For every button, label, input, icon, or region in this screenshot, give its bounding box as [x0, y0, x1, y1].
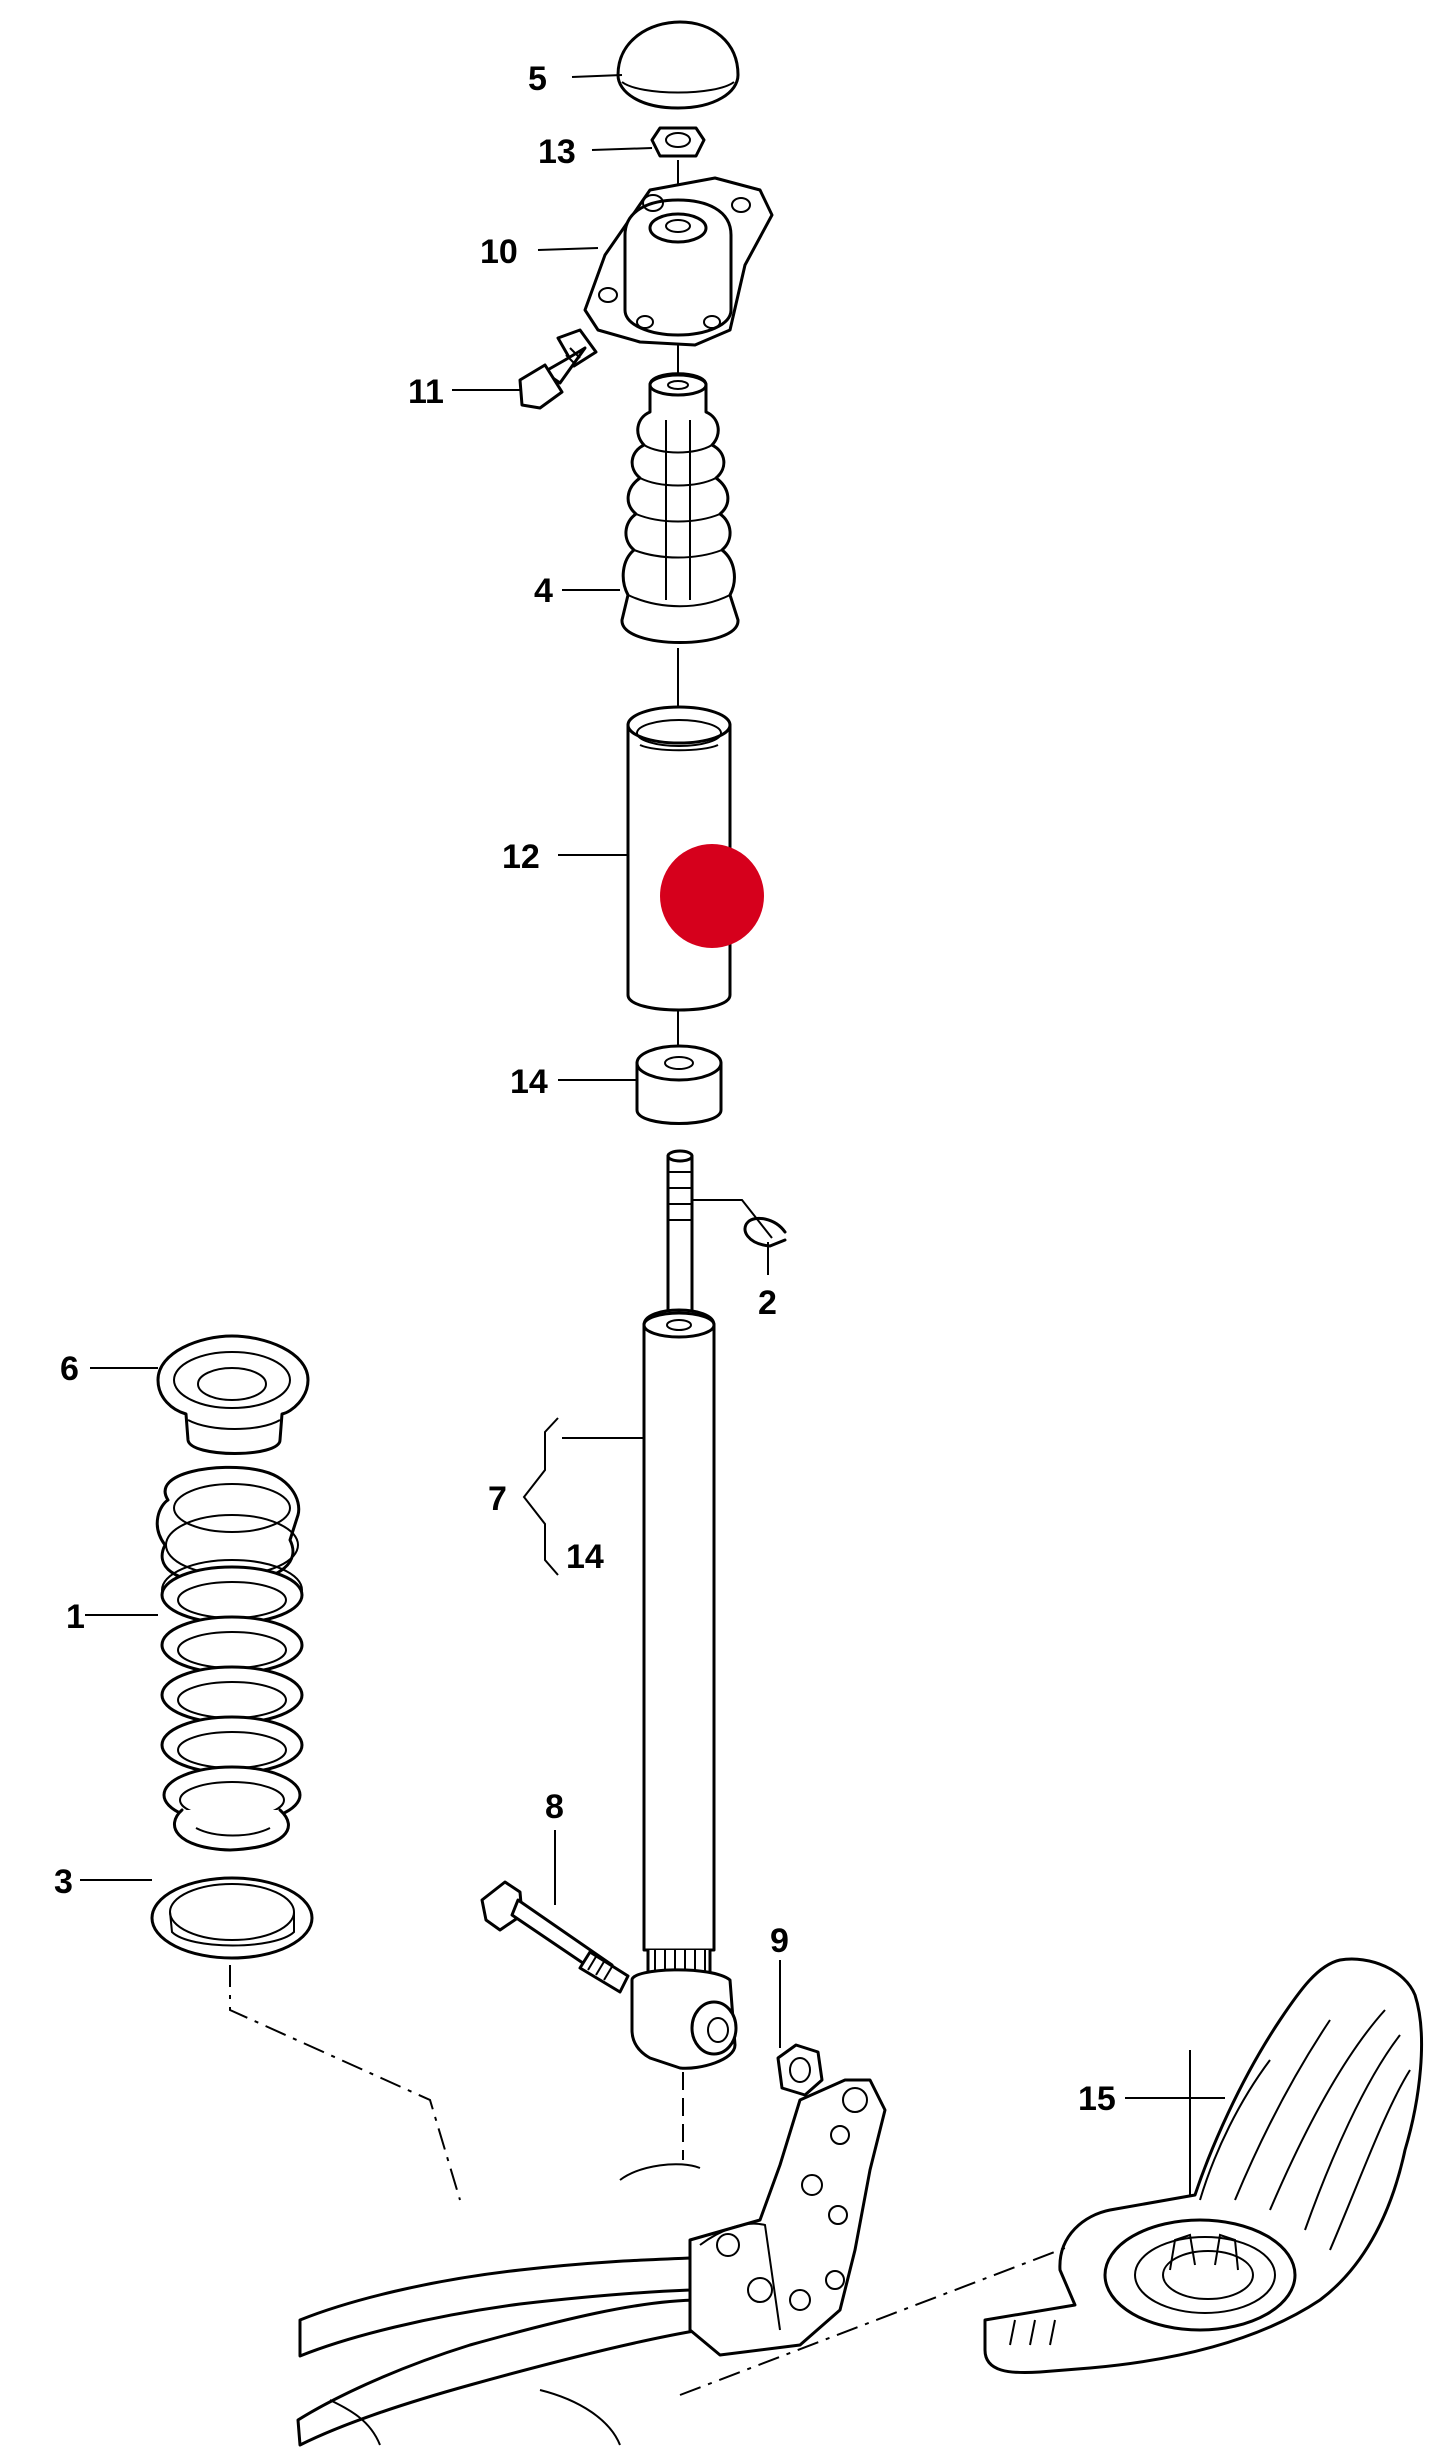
- assembly-guide-dashes: [229, 1965, 1066, 2396]
- part-14-rubber-bush[interactable]: [635, 1044, 723, 1125]
- part-1-coil-spring[interactable]: [155, 1465, 304, 1852]
- part-11-bolt[interactable]: [518, 328, 598, 410]
- label-5: 5: [528, 60, 547, 98]
- part-9-nut[interactable]: [776, 2043, 824, 2097]
- label-10: 10: [480, 233, 518, 271]
- center-axis-lines: [677, 160, 1191, 2220]
- label-14: 14: [510, 1063, 548, 1101]
- label-2: 2: [758, 1284, 777, 1322]
- label-8: 8: [545, 1788, 564, 1826]
- rear-axle-beam: [296, 2078, 887, 2447]
- part-15-plastic-cover[interactable]: [983, 1957, 1423, 2375]
- label-3: 3: [54, 1863, 73, 1901]
- label-13: 13: [538, 133, 576, 171]
- leader-lines: [80, 74, 1225, 2099]
- part-2-circlip[interactable]: [743, 1216, 787, 1248]
- part-12-highlight-marker: [660, 844, 764, 948]
- label-11: 11: [408, 373, 444, 411]
- label-7-sub-14: 14: [566, 1538, 604, 1576]
- part-5-dust-cap[interactable]: [616, 20, 740, 110]
- part-6-upper-spring-seat[interactable]: [156, 1334, 310, 1455]
- label-9: 9: [770, 1922, 789, 1960]
- label-1: 1: [66, 1598, 85, 1636]
- label-12: 12: [502, 838, 540, 876]
- part-7-shock-absorber[interactable]: [630, 1149, 738, 2070]
- label-4: 4: [534, 572, 553, 610]
- label-6: 6: [60, 1350, 79, 1388]
- callout-labels: 5 13 10 11 4 12 14 2 6 7 14 1 8 3 9 15: [54, 60, 1116, 2118]
- part-13-nut[interactable]: [650, 126, 706, 158]
- part-4-bump-stop[interactable]: [620, 372, 740, 644]
- part-10-upper-mount[interactable]: [583, 176, 774, 347]
- part-8-bolt[interactable]: [480, 1880, 630, 1994]
- label-15: 15: [1078, 2080, 1116, 2118]
- label-7: 7: [488, 1480, 507, 1518]
- part-3-lower-spring-seat[interactable]: [150, 1876, 314, 1960]
